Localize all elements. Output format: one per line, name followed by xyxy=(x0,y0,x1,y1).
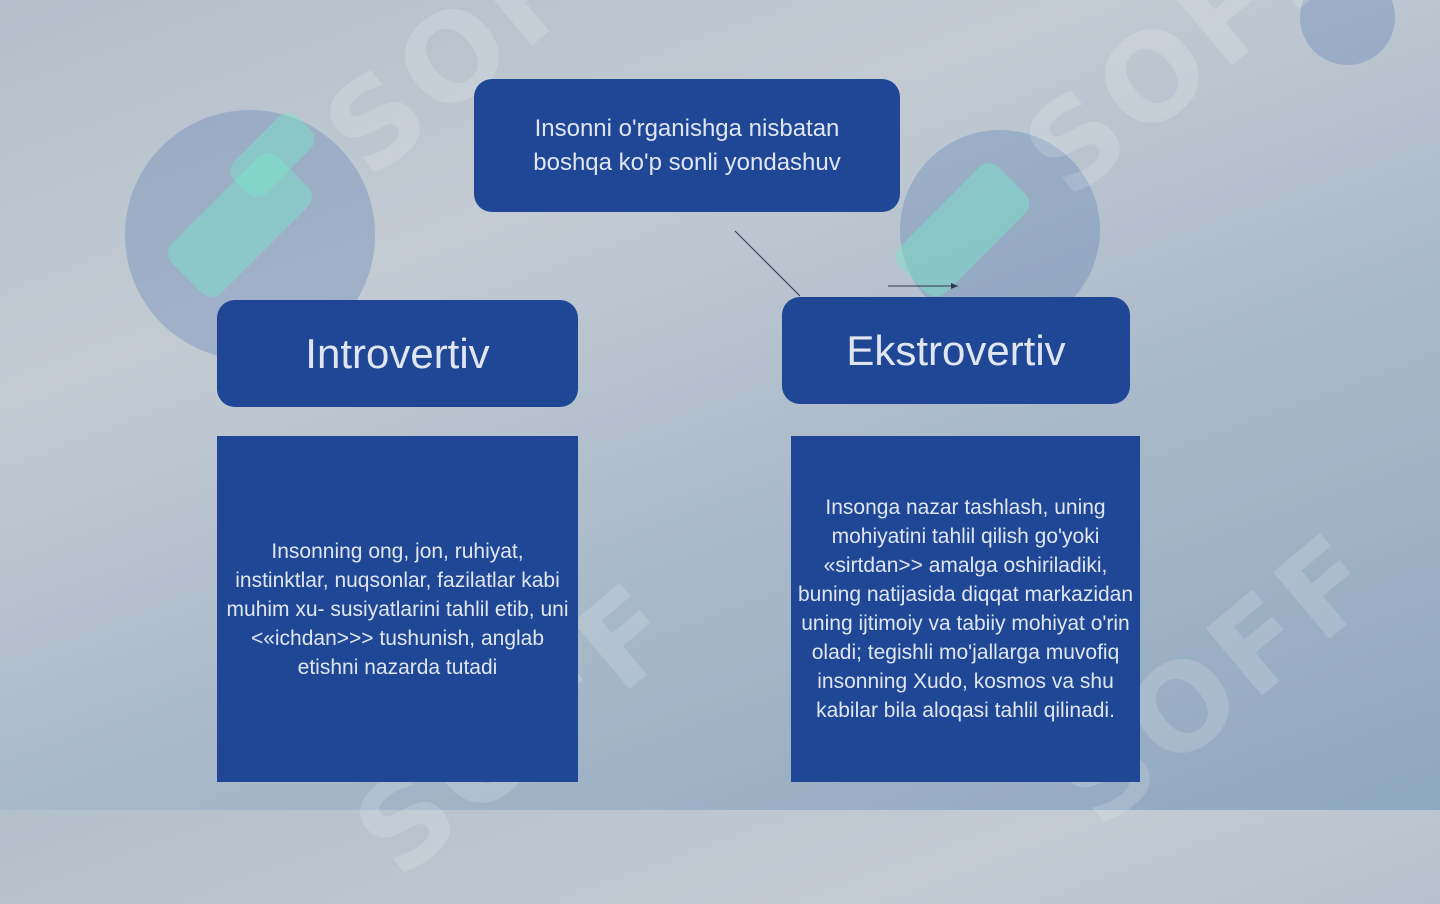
ekstrovertiv-title: Ekstrovertiv xyxy=(846,326,1066,374)
root-node-text: Insonni o'rganishga nisbatan boshqa ko'p… xyxy=(533,114,841,176)
ekstrovertiv-node: Ekstrovertiv xyxy=(782,297,1130,404)
ekstrovertiv-description: Insonga nazar tashlash, uning mohiyatini… xyxy=(797,496,1134,722)
ekstrovertiv-description-box: Insonga nazar tashlash, uning mohiyatini… xyxy=(791,436,1140,782)
connector-line xyxy=(734,230,801,297)
introvertiv-title: Introvertiv xyxy=(305,329,490,377)
introvertiv-node: Introvertiv xyxy=(217,300,578,407)
connector-lines xyxy=(734,230,958,297)
root-node: Insonni o'rganishga nisbatan boshqa ko'p… xyxy=(474,79,900,212)
introvertiv-description: Insonning ong, jon, ruhiyat, instinktlar… xyxy=(226,539,569,679)
introvertiv-description-box: Insonning ong, jon, ruhiyat, instinktlar… xyxy=(217,436,578,782)
